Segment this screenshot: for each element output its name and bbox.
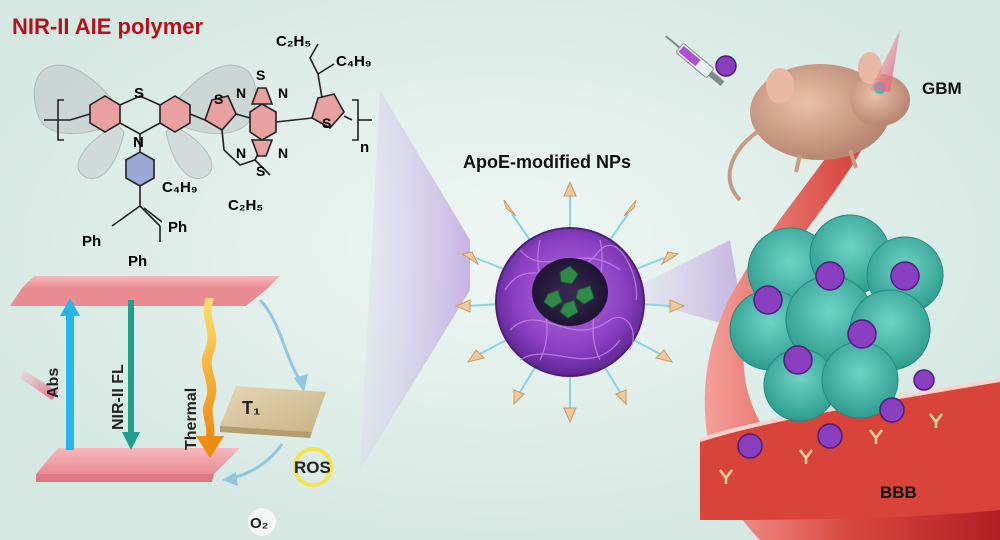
btd-bottom-s-atom: S: [256, 163, 265, 179]
o2-bubble: [248, 508, 276, 536]
isc-arrow: [258, 298, 302, 381]
ros-label: ROS: [294, 458, 331, 477]
funnel-right: [630, 240, 745, 330]
tumor-nanoparticles: [753, 261, 920, 375]
laser-beam: [20, 370, 58, 400]
tpe-unit: [111, 151, 163, 242]
irradiation-beam: [870, 30, 900, 92]
benzobisthiadiazole-unit: [249, 87, 313, 157]
syringe-icon: [665, 35, 725, 86]
energy-transfer-arrowhead: [222, 472, 238, 486]
thiophene-left: [204, 95, 271, 176]
side-chain-bottom-c2h5: C₂H₅: [228, 197, 263, 214]
thermal-label: Thermal: [183, 388, 200, 450]
thiophene-right-s-atom: S: [322, 115, 331, 131]
apoe-ligand-heads: [454, 180, 686, 424]
vessel-lumen: [700, 380, 1000, 520]
injected-nanoparticle: [715, 55, 737, 77]
nir-fl-label: NIR-II FL: [110, 364, 127, 430]
side-chain-top-c4h9: C₄H₉: [336, 53, 372, 70]
ros-halo: [293, 447, 333, 487]
apoe-ligands: [467, 196, 673, 408]
abs-arrow: [60, 298, 80, 450]
nanoparticle: [454, 180, 686, 424]
side-chain-top-c2h5: C₂H₅: [276, 33, 311, 50]
ground-state-plate: [36, 448, 240, 482]
gbm-label: GBM: [922, 79, 962, 98]
thiophene-right: [309, 43, 353, 130]
o2-label: O₂: [250, 515, 268, 532]
bbb-label: BBB: [880, 483, 917, 502]
aie-aggregates: [543, 265, 595, 319]
bbb-endothelium: [699, 378, 1000, 442]
ph-bottom-label: Ph: [128, 253, 147, 270]
side-chain-bottom-c4h9: C₄H₉: [162, 179, 198, 196]
thiophene-left-s-atom: S: [214, 91, 223, 107]
polymer-mesh: [504, 239, 638, 361]
phenothiazine-n-atom: N: [133, 134, 144, 151]
funnel-left: [360, 90, 470, 470]
btd-bottom-n-left: N: [236, 145, 246, 161]
t1-label: T₁: [242, 398, 260, 418]
abs-label: Abs: [45, 368, 62, 398]
nir-fl-arrow: [122, 300, 140, 450]
vessel-nanoparticles: [737, 369, 935, 459]
btd-top-n-right: N: [278, 85, 288, 101]
repeat-n: n: [360, 139, 369, 156]
repeat-bracket: [44, 99, 372, 141]
nanoparticle-label: ApoE-modified NPs: [463, 152, 631, 172]
ph-left-label: Ph: [82, 233, 101, 250]
ph-right-label: Ph: [168, 219, 187, 236]
bbb-receptors: [719, 413, 943, 484]
t1-plate: [220, 386, 326, 438]
btd-top-n-left: N: [236, 85, 246, 101]
biology-scene: GBM BBB: [665, 30, 1000, 540]
energy-diagram: Abs NIR-II FL Thermal T₁ ROS O₂: [10, 276, 333, 536]
thermal-arrow: [196, 298, 224, 458]
phenothiazine-s-atom: S: [134, 85, 144, 102]
btd-top-s-atom: S: [256, 67, 265, 83]
excited-state-plate: [10, 276, 280, 306]
isc-arrowhead: [294, 374, 308, 392]
figure-title: NIR-II AIE polymer: [12, 14, 204, 39]
phenothiazine-unit: [69, 95, 206, 155]
nanoparticle-core: [532, 258, 608, 326]
polymer-structure: n S N Ph Ph Ph: [33, 33, 372, 270]
mouse: [727, 52, 910, 202]
btd-bottom-n-right: N: [278, 145, 288, 161]
